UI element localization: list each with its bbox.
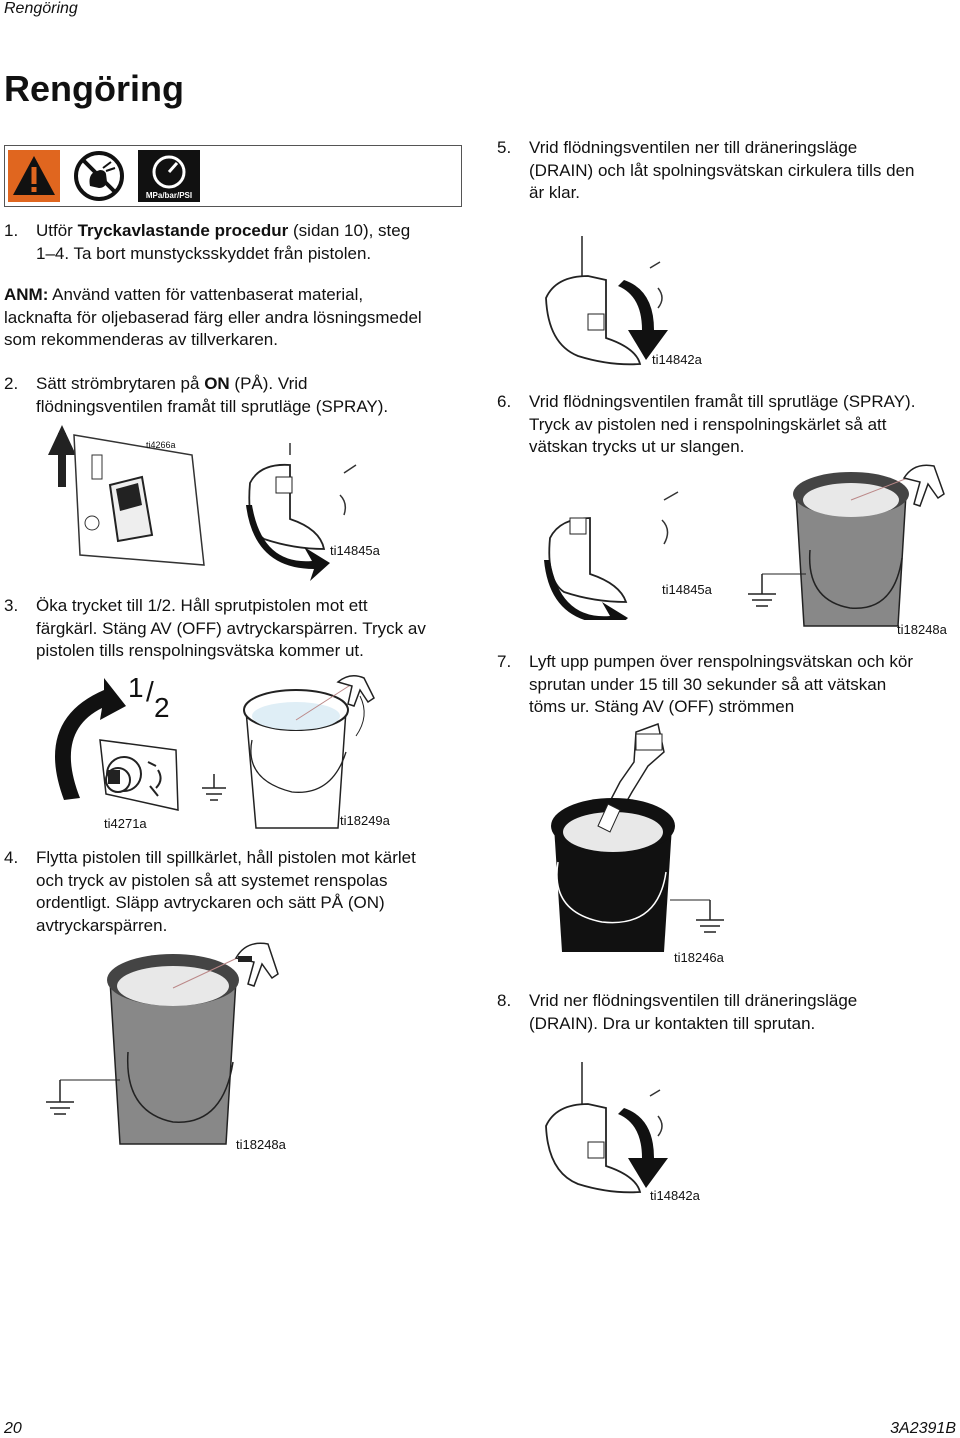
step-5-line-1: Vrid flödningsventilen ner till dränerin…: [529, 138, 858, 157]
step-number: 2.: [4, 374, 19, 393]
figure-label: ti18249a: [340, 813, 390, 828]
paint-bucket-figure: [202, 675, 375, 829]
drain-valve-figure: [545, 236, 668, 366]
step-4-line-2: och tryck av pistolen så att systemet re…: [36, 870, 388, 890]
step-3-line-1: Öka trycket till 1/2. Håll sprutpistolen…: [36, 596, 368, 615]
step-7: 7. Lyft upp pumpen över renspolningsväts…: [497, 651, 957, 719]
step-6-line-3: vätskan trycks ut ur slangen.: [529, 437, 745, 456]
figure-label: ti18246a: [674, 950, 724, 965]
warning-icon-box: MPa/bar/PSI: [4, 145, 462, 207]
rotate-arrow-icon: [55, 678, 126, 800]
pressure-knob-figure: [55, 678, 179, 811]
figure-label: ti18248a: [236, 1137, 286, 1152]
pressure-gauge-icon: MPa/bar/PSI: [138, 150, 200, 202]
step-4-line-4: avtryckarspärren.: [36, 915, 168, 935]
step-1: 1. Utför Tryckavlastande procedur (sidan…: [4, 220, 474, 266]
figure-label: ti18248a: [897, 622, 947, 637]
page-title: Rengöring: [4, 68, 184, 109]
running-header: Rengöring: [4, 0, 78, 17]
step-5-line-2: (DRAIN) och låt spolningsvätskan cirkule…: [529, 160, 915, 180]
waste-bucket-figure: [46, 942, 279, 1145]
step-1-line-2: 1–4. Ta bort munstycksskyddet från pisto…: [36, 243, 372, 263]
step-6-line-1: Vrid flödningsventilen framåt till sprut…: [529, 392, 916, 411]
rotate-arrow-icon: [618, 280, 668, 360]
no-hand-spray-icon: [74, 151, 124, 201]
step-2-line-1: Sätt strömbrytaren på ON (PÅ). Vrid: [36, 374, 308, 393]
figure-label: ti14845a: [330, 543, 380, 558]
power-switch-figure: [48, 425, 357, 581]
step-number: 4.: [4, 848, 19, 867]
figure-label: ti4271a: [104, 816, 147, 831]
gauge-unit-text: MPa/bar/PSI: [146, 191, 192, 200]
step-5: 5. Vrid flödningsventilen ner till dräne…: [497, 137, 957, 205]
figure-label: ti14842a: [650, 1188, 700, 1203]
step-number: 5.: [497, 138, 512, 157]
step-7-line-1: Lyft upp pumpen över renspolningsvätskan…: [529, 652, 913, 671]
step-number: 7.: [497, 652, 512, 671]
step-3-line-2: färgkärl. Stäng AV (OFF) avtryckarspärre…: [36, 618, 426, 638]
step-3-line-3: pistolen tills renspolningsvätska kommer…: [36, 641, 364, 660]
step-4-line-1: Flytta pistolen till spillkärlet, håll p…: [36, 848, 416, 867]
step-1-line-1: Utför Tryckavlastande procedur (sidan 10…: [36, 221, 411, 240]
step-number: 6.: [497, 392, 512, 411]
figure-label: ti4266a: [146, 440, 176, 450]
step-8-line-2: (DRAIN). Dra ur kontakten till sprutan.: [529, 1013, 816, 1033]
step-3: 3. Öka trycket till 1/2. Håll sprutpisto…: [4, 595, 474, 663]
rinse-bucket-figure: [748, 464, 945, 627]
step-8-line-1: Vrid ner flödningsventilen till dränerin…: [529, 991, 858, 1010]
figure-label: ti14842a: [652, 352, 702, 367]
warning-triangle-icon: [8, 150, 60, 202]
figure-label: ti14845a: [662, 582, 712, 597]
spray-valve-figure: [544, 491, 679, 620]
step-6-line-2: Tryck av pistolen ned i renspolningskärl…: [529, 414, 887, 434]
note-line-1: ANM: Använd vatten för vattenbaserat mat…: [4, 285, 364, 304]
step-2: 2. Sätt strömbrytaren på ON (PÅ). Vrid f…: [4, 373, 474, 419]
step-2-line-2: flödningsventilen framåt till sprutläge …: [36, 396, 389, 416]
rotate-arrow-icon: [618, 1108, 668, 1188]
step-number: 1.: [4, 221, 19, 240]
step-4: 4. Flytta pistolen till spillkärlet, hål…: [4, 847, 474, 937]
step-8: 8. Vrid ner flödningsventilen till dräne…: [497, 990, 957, 1036]
step-number: 8.: [497, 991, 512, 1010]
step-7-line-2: sprutan under 15 till 30 sekunder så att…: [529, 674, 887, 694]
step-6: 6. Vrid flödningsventilen framåt till sp…: [497, 391, 957, 459]
step-7-line-3: töms ur. Stäng AV (OFF) strömmen: [529, 697, 795, 716]
step-5-line-3: är klar.: [529, 183, 581, 202]
drain-valve-figure-final: [545, 1062, 668, 1194]
page-number: 20: [4, 1420, 22, 1437]
note-line-2: lacknafta för oljebaserad färg eller and…: [4, 307, 422, 327]
step-4-line-3: ordentligt. Släpp avtryckaren och sätt P…: [36, 893, 385, 912]
step-number: 3.: [4, 596, 19, 615]
drain-bucket-figure: [551, 723, 724, 952]
note-line-3: som rekommenderas av tillverkaren.: [4, 330, 278, 349]
note-paragraph: ANM: Använd vatten för vattenbaserat mat…: [4, 284, 474, 352]
document-id: 3A2391B: [890, 1420, 956, 1437]
